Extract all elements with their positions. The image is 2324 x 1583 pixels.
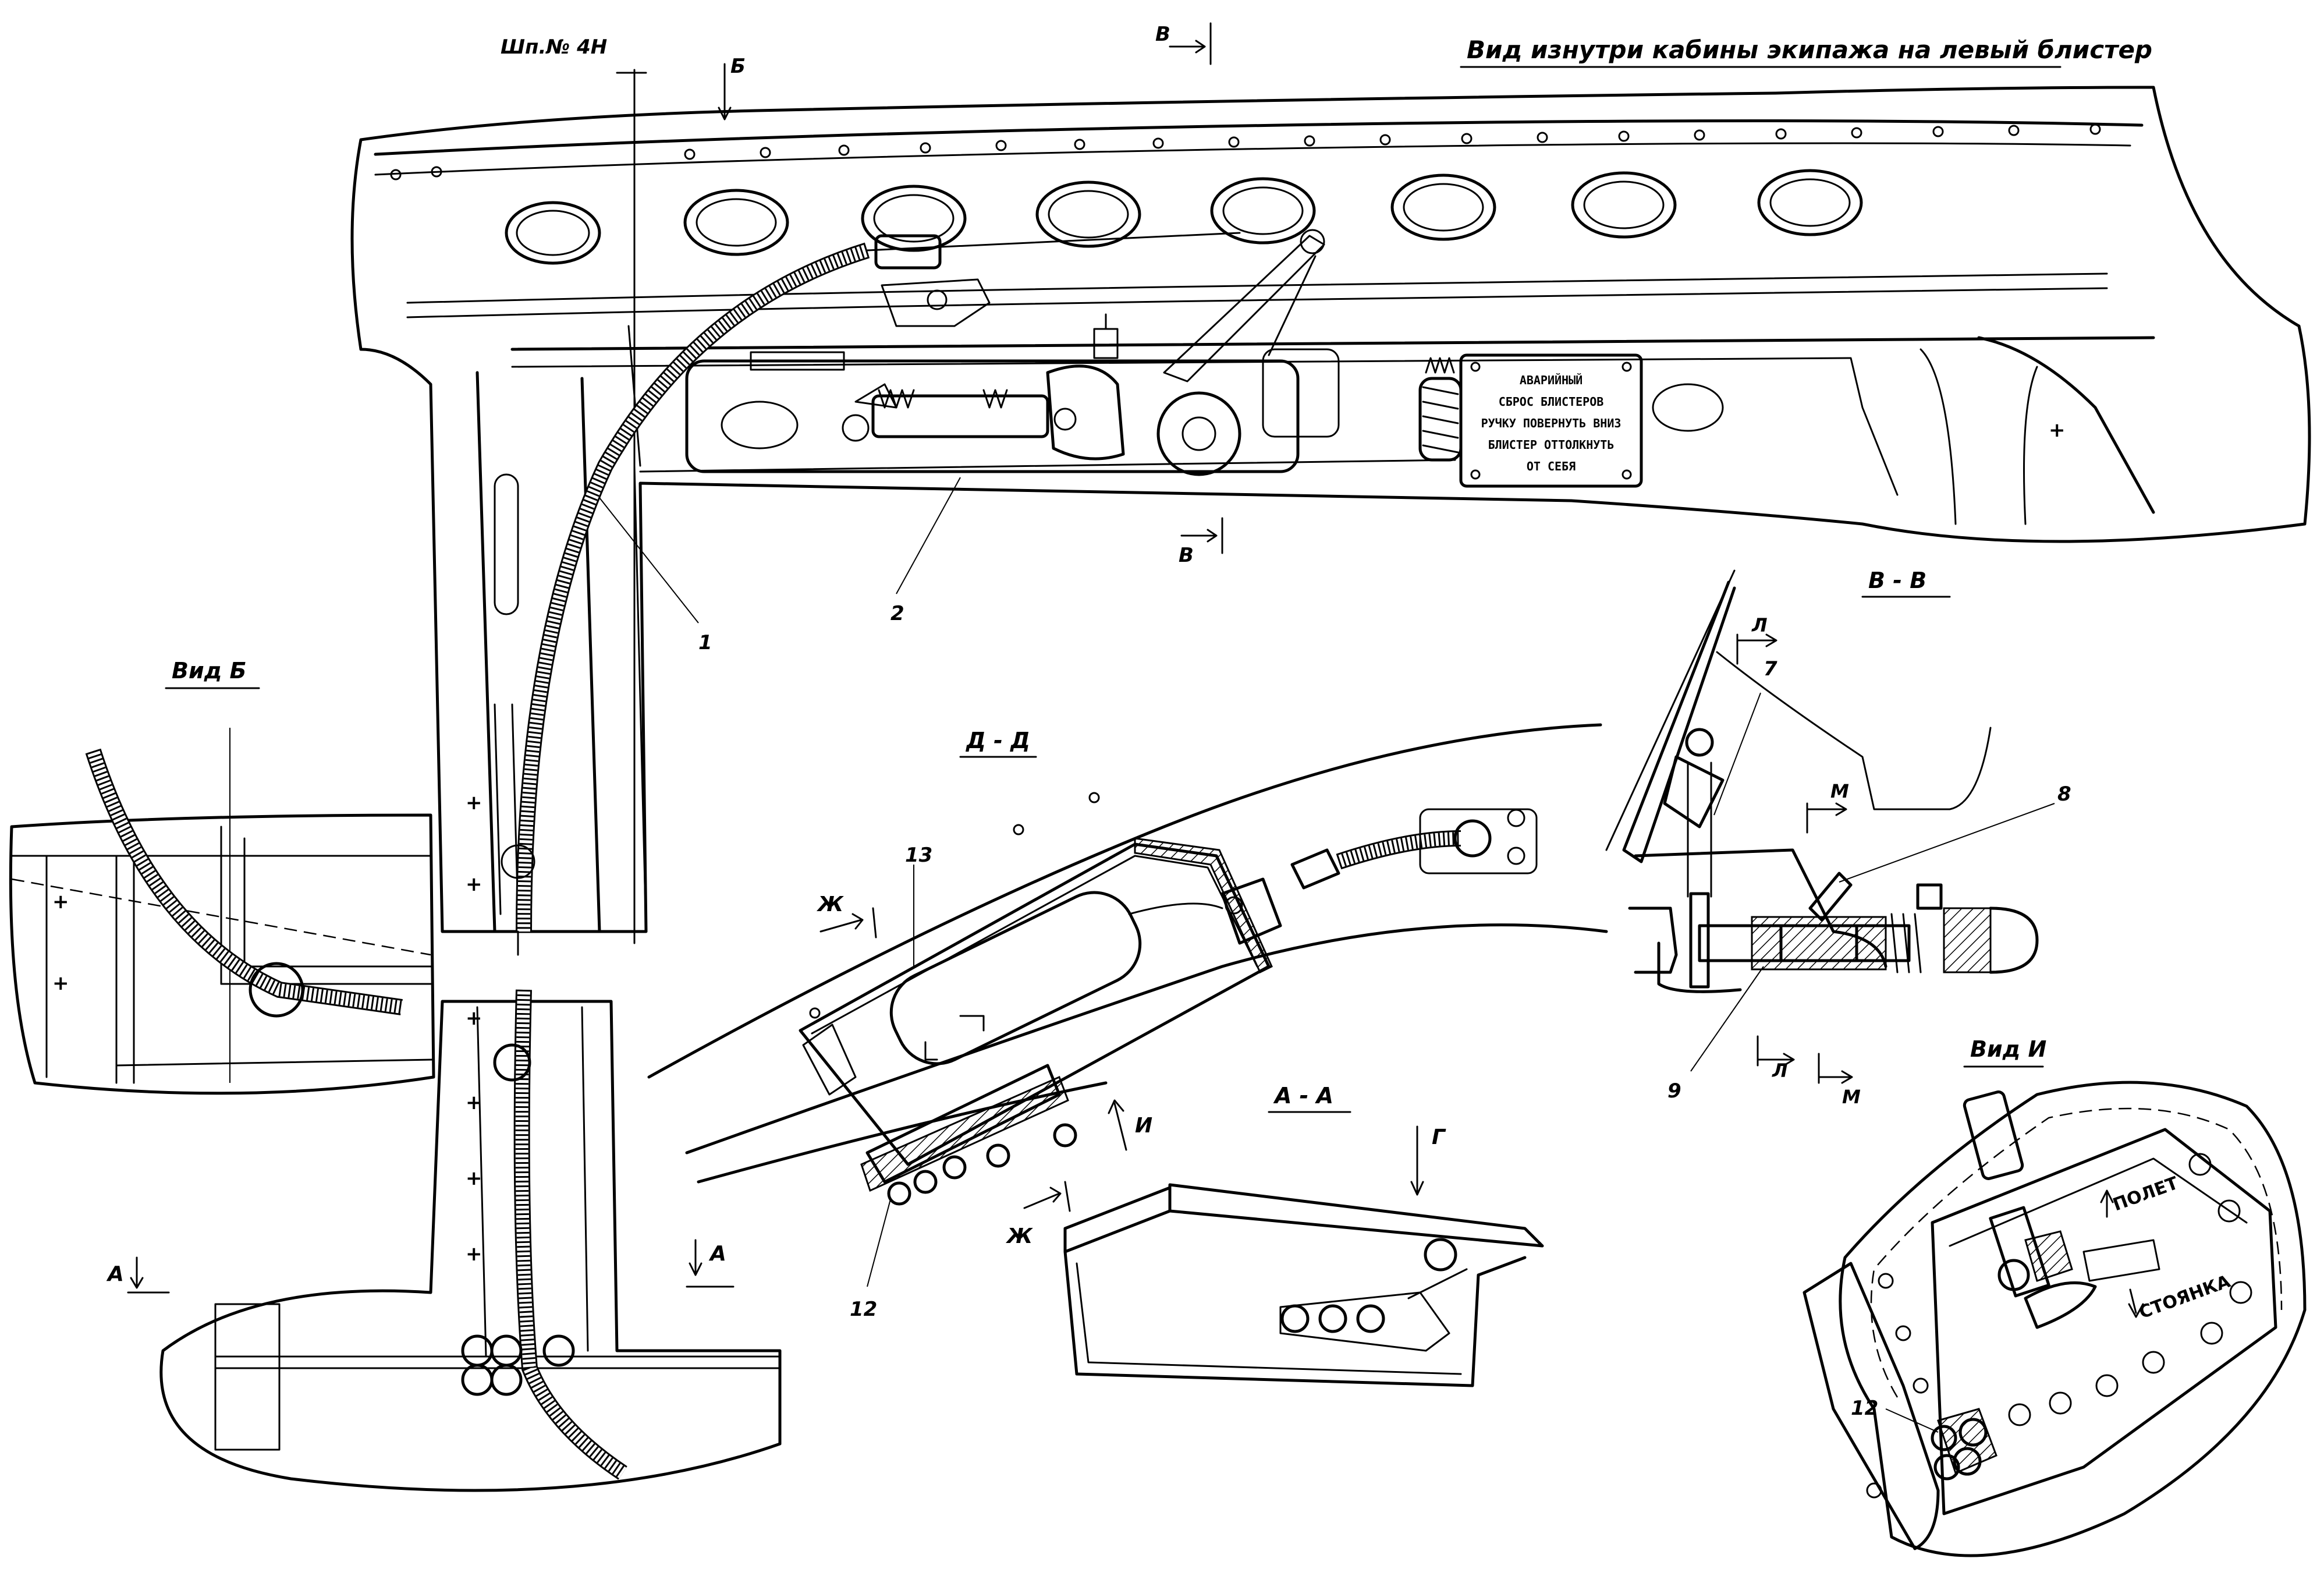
- section-dd: Д - Д Ж Ж И 13: [647, 723, 1608, 1321]
- aa-handle: [1168, 1183, 1544, 1248]
- section-aa: А - А Г: [1063, 1083, 1544, 1387]
- view-i-title: Вид И: [1970, 1036, 2046, 1062]
- rail-rivets: [390, 123, 2101, 180]
- release-mechanism-housing: [685, 359, 1300, 473]
- view-a: + + + + А А: [106, 989, 782, 1492]
- svg-text:+: +: [52, 972, 69, 995]
- lever-flight-label: ПОЛЕТ: [2110, 1173, 2181, 1216]
- view-i: Вид И ПОЛЕТ СТОЯНКА 12: [1803, 1036, 2307, 1557]
- cable-clamp: [874, 234, 942, 270]
- placard-line-1: АВАРИЙНЫЙ: [1520, 373, 1583, 387]
- view-b-outline: [9, 813, 435, 1095]
- view-a-outline: [159, 1000, 782, 1492]
- section-mark-v-bottom: В: [1179, 544, 1194, 567]
- main-view-title: Вид изнутри кабины экипажа на левый блис…: [1467, 36, 2152, 64]
- callout-9: 9: [1667, 1079, 1681, 1103]
- placard-line-2: СБРОС БЛИСТЕРОВ: [1499, 395, 1604, 409]
- main-view: АВАРИЙНЫЙ СБРОС БЛИСТЕРОВ РУЧКУ ПОВЕРНУТ…: [350, 69, 2311, 956]
- svg-text:+: +: [466, 873, 482, 896]
- svg-text:+: +: [466, 1167, 482, 1190]
- view-i-outline: [1839, 1081, 2307, 1557]
- section-mark-a-right: А: [708, 1242, 726, 1266]
- svg-text:+: +: [52, 890, 69, 913]
- section-mark-l-top: Л: [1751, 614, 1768, 636]
- view-a-cable: [515, 989, 627, 1479]
- release-spring-cylinder: [871, 394, 1049, 438]
- callout-2: 2: [890, 602, 904, 625]
- section-mark-i: И: [1135, 1114, 1152, 1138]
- vv-pin-bracket: [1689, 892, 1710, 989]
- section-mark-b-top: Б: [730, 55, 746, 78]
- lightening-holes: [505, 169, 1863, 265]
- svg-text:+: +: [466, 1242, 482, 1266]
- section-mark-m-bottom: М: [1842, 1086, 1861, 1108]
- release-handle-hub: [1156, 391, 1241, 476]
- callout-7: 7: [1764, 657, 1777, 681]
- section-mark-l-bottom: Л: [1772, 1060, 1788, 1082]
- view-b-title: Вид Б: [172, 658, 246, 684]
- callout-12a: 12: [850, 1298, 877, 1321]
- callout-1: 1: [698, 631, 712, 654]
- section-mark-a-left: А: [106, 1262, 124, 1286]
- section-mark-m-top: М: [1830, 780, 1849, 802]
- emergency-release-placard: [1459, 353, 1643, 488]
- svg-text:+: +: [2049, 419, 2066, 442]
- cable-swivel: [842, 414, 870, 442]
- callout-13: 13: [905, 844, 932, 867]
- rail-lower-band: [406, 272, 2108, 304]
- dd-handle-slot: [889, 891, 1142, 1065]
- main-view-outline: [350, 86, 2311, 933]
- section-aa-title: А - А: [1273, 1083, 1333, 1109]
- section-vv: В - В Л М Л М 7 8 9: [1605, 568, 2071, 1108]
- section-vv-title: В - В: [1868, 568, 1926, 593]
- svg-text:+: +: [466, 1091, 482, 1114]
- dd-cable: [1336, 832, 1461, 868]
- lever-parking-label: СТОЯНКА: [2137, 1271, 2234, 1323]
- placard-line-4: БЛИСТЕР ОТТОЛКНУТЬ: [1488, 438, 1615, 452]
- callout-12b: 12: [1851, 1397, 1878, 1420]
- section-mark-v-top: В: [1155, 23, 1170, 46]
- view-b: Вид Б + +: [9, 658, 435, 1095]
- section-mark-zh-top: Ж: [816, 893, 844, 916]
- frame-label: Шп.№ 4Н: [501, 36, 607, 59]
- svg-text:+: +: [466, 1007, 482, 1030]
- section-dd-title: Д - Д: [966, 728, 1030, 753]
- placard-line-5: ОТ СЕБЯ: [1527, 459, 1576, 473]
- placard-line-3: РУЧКУ ПОВЕРНУТЬ ВНИЗ: [1481, 416, 1622, 430]
- svg-text:+: +: [466, 791, 482, 814]
- section-mark-g: Г: [1432, 1125, 1446, 1149]
- callout-8: 8: [2057, 782, 2071, 806]
- rail-rivet-line: [374, 142, 2131, 176]
- section-mark-zh-bottom: Ж: [1005, 1224, 1033, 1248]
